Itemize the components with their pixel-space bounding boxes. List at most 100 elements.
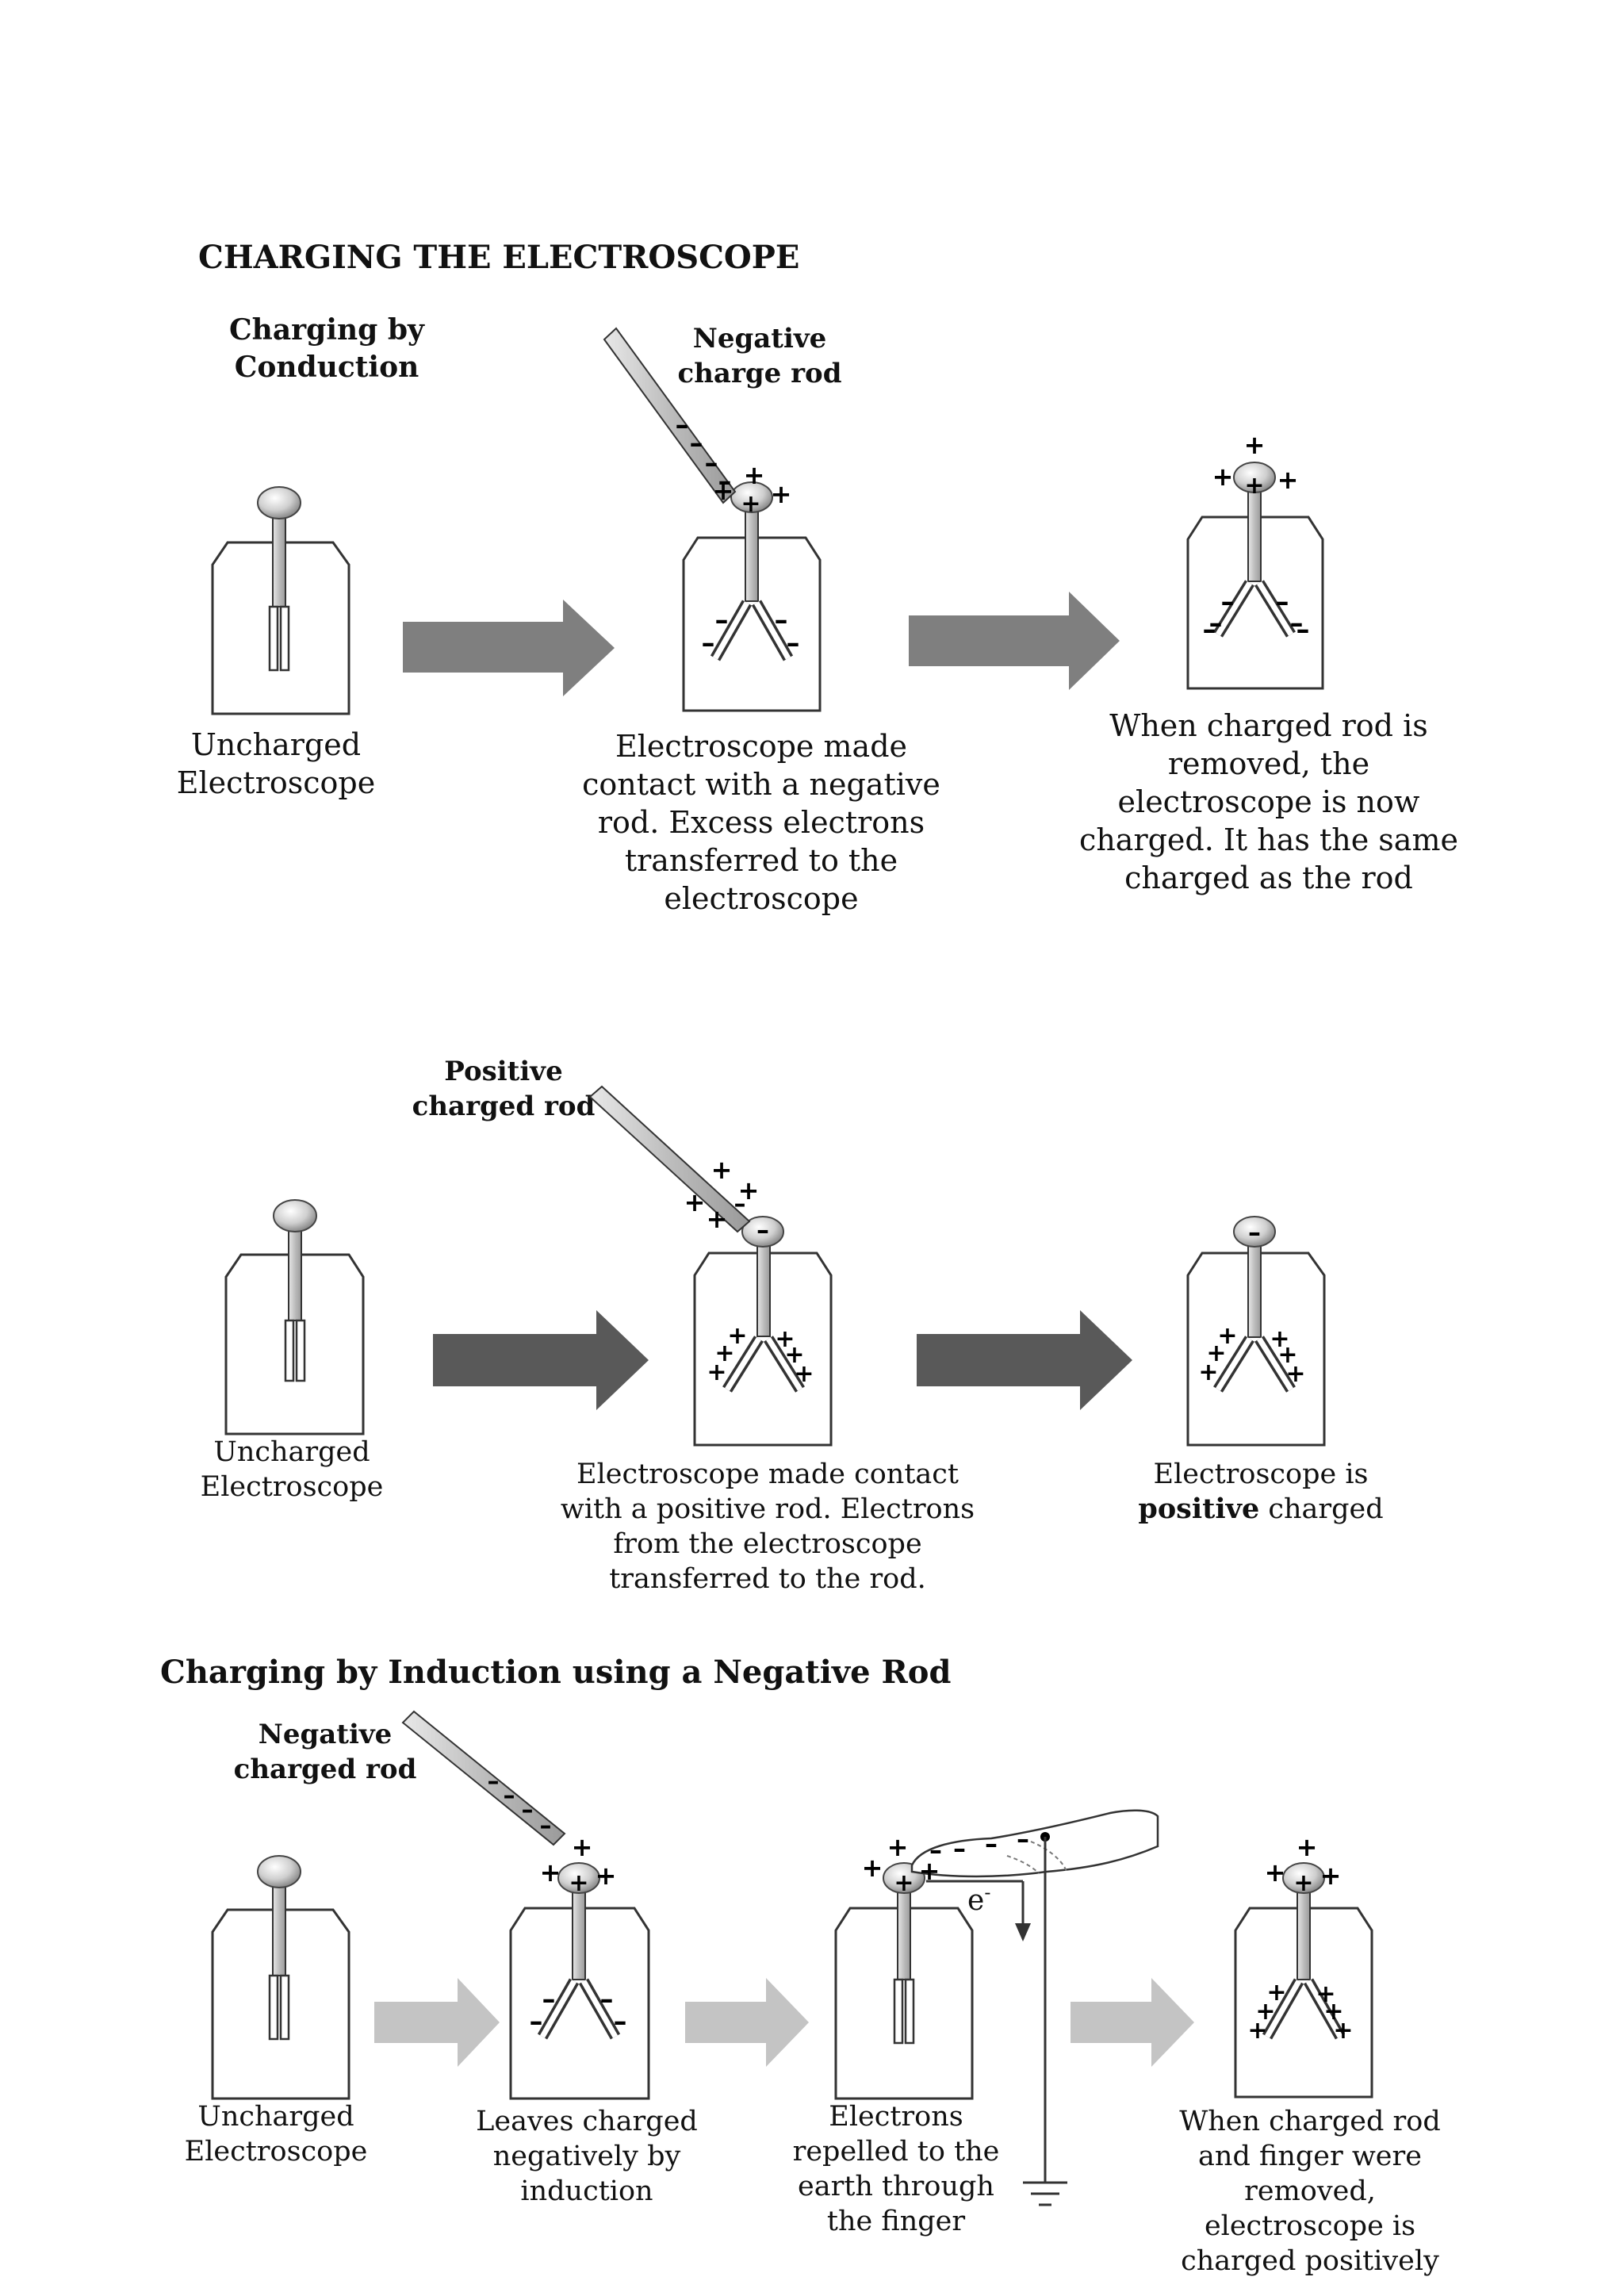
svg-text:+: + bbox=[1247, 2017, 1267, 2045]
svg-text:Electrons: Electrons bbox=[829, 2101, 963, 2133]
svg-text:the finger: the finger bbox=[827, 2206, 965, 2237]
knob-charges-ind-2: + + + + bbox=[540, 1832, 617, 1897]
svg-text:+: + bbox=[1244, 472, 1264, 500]
svg-text:–: – bbox=[1017, 1824, 1029, 1854]
electroscope-uncharged-1 bbox=[211, 486, 350, 715]
arrow-ind-2 bbox=[685, 1978, 809, 2067]
svg-text:When charged rod: When charged rod bbox=[1179, 2106, 1441, 2137]
svg-text:+: + bbox=[1316, 1980, 1335, 2008]
svg-text:–: – bbox=[614, 2006, 627, 2037]
svg-text:transferred to the rod.: transferred to the rod. bbox=[609, 1563, 926, 1595]
svg-text:from the electroscope: from the electroscope bbox=[613, 1528, 921, 1560]
negative-rod-label-line1: Negative bbox=[693, 323, 827, 355]
svg-text:rod. Excess electrons: rod. Excess electrons bbox=[598, 805, 925, 840]
svg-text:+: + bbox=[684, 1187, 706, 1217]
arrow-r1-1 bbox=[403, 600, 615, 696]
svg-text:Uncharged: Uncharged bbox=[191, 727, 361, 762]
svg-text:+: + bbox=[707, 1359, 726, 1386]
page-title: CHARGING THE ELECTROSCOPE bbox=[198, 239, 799, 276]
svg-text:–: – bbox=[775, 604, 788, 636]
svg-text:–: – bbox=[600, 1984, 614, 2015]
leaf-charges-r2-3: + + + + + + bbox=[1198, 1322, 1305, 1388]
svg-text:charged positively: charged positively bbox=[1181, 2245, 1439, 2277]
svg-text:+: + bbox=[1277, 1341, 1297, 1369]
svg-text:+: + bbox=[540, 1857, 561, 1888]
leaf-charges-ind-4: + + + + + + bbox=[1247, 1979, 1353, 2045]
svg-text:–: – bbox=[929, 1835, 942, 1865]
svg-text:–: – bbox=[734, 1190, 746, 1218]
positive-rod bbox=[588, 1085, 751, 1233]
svg-text:–: – bbox=[985, 1829, 998, 1859]
svg-text:–: – bbox=[1290, 608, 1304, 639]
caption-r2-3: Electroscope is positive charged bbox=[1138, 1458, 1383, 1525]
rod-charges-r1: – – – – bbox=[676, 409, 732, 497]
electroscope-uncharged-2 bbox=[224, 1199, 365, 1435]
induction-rod-label-line1: Negative bbox=[259, 1719, 393, 1750]
svg-text:with a positive rod. Electrons: with a positive rod. Electrons bbox=[561, 1493, 975, 1525]
caption-r2-1: Uncharged Electroscope bbox=[201, 1436, 384, 1503]
svg-text:+: + bbox=[1217, 1322, 1237, 1350]
svg-text:Leaves charged: Leaves charged bbox=[476, 2106, 698, 2137]
svg-text:electroscope: electroscope bbox=[664, 881, 858, 916]
svg-text:+: + bbox=[1285, 1360, 1305, 1388]
svg-text:+: + bbox=[1333, 2017, 1353, 2045]
svg-text:+: + bbox=[1255, 1998, 1275, 2026]
knob-charges-r1-3: + + + + bbox=[1212, 430, 1299, 500]
caption-ind-2: Leaves charged negatively by induction bbox=[476, 2106, 698, 2207]
svg-text:–: – bbox=[1203, 614, 1216, 646]
leaf-charges-r2-2: + + + + + + bbox=[707, 1322, 814, 1388]
svg-text:Electroscope: Electroscope bbox=[201, 1471, 384, 1503]
caption-r2-2: Electroscope made contact with a positiv… bbox=[561, 1458, 975, 1595]
svg-text:–: – bbox=[1221, 586, 1235, 618]
svg-text:electroscope is: electroscope is bbox=[1205, 2210, 1415, 2242]
induction-heading: Charging by Induction using a Negative R… bbox=[160, 1654, 951, 1691]
caption-ind-3: Electrons repelled to the earth through … bbox=[793, 2101, 1000, 2237]
svg-text:+: + bbox=[741, 490, 760, 518]
svg-text:–: – bbox=[504, 1782, 515, 1810]
svg-text:+: + bbox=[1270, 1325, 1289, 1353]
svg-text:–: – bbox=[542, 1984, 556, 2015]
svg-text:–: – bbox=[540, 1812, 552, 1840]
rod-charges-r2: + + + + – – bbox=[684, 1155, 769, 1245]
electroscope-ind-2 bbox=[509, 1862, 650, 2100]
electron-flow-arrow bbox=[926, 1880, 1031, 1941]
caption-r1-2: Electroscope made contact with a negativ… bbox=[582, 729, 940, 916]
caption-ind-1: Uncharged Electroscope bbox=[185, 2101, 368, 2168]
svg-text:–: – bbox=[690, 427, 703, 459]
svg-text:+: + bbox=[707, 1204, 728, 1234]
svg-text:Electroscope made contact: Electroscope made contact bbox=[576, 1458, 959, 1490]
svg-text:–: – bbox=[1276, 586, 1289, 618]
svg-text:–: – bbox=[522, 1796, 534, 1824]
svg-text:+: + bbox=[1277, 465, 1299, 495]
svg-text:Electroscope: Electroscope bbox=[185, 2136, 368, 2168]
finger bbox=[910, 1809, 1159, 2183]
svg-text:+: + bbox=[775, 1325, 795, 1353]
arrow-r2-1 bbox=[433, 1310, 649, 1410]
induction-negative-rod: – – – – bbox=[401, 1710, 566, 1846]
svg-text:positive charged: positive charged bbox=[1138, 1493, 1383, 1525]
svg-text:+: + bbox=[887, 1832, 909, 1862]
svg-text:induction: induction bbox=[520, 2175, 653, 2207]
svg-text:+: + bbox=[569, 1869, 588, 1897]
svg-text:+: + bbox=[1323, 1998, 1343, 2026]
arrow-ind-1 bbox=[374, 1978, 500, 2067]
svg-text:–: – bbox=[715, 604, 729, 636]
svg-text:removed,: removed, bbox=[1244, 2175, 1376, 2207]
caption-ind-4: When charged rod and finger were removed… bbox=[1179, 2106, 1441, 2277]
svg-text:+: + bbox=[862, 1853, 883, 1883]
svg-text:+: + bbox=[894, 1869, 914, 1897]
svg-text:+: + bbox=[714, 1340, 734, 1367]
svg-text:negatively by: negatively by bbox=[493, 2141, 681, 2172]
leaf-charges-ind-2: – – – – bbox=[530, 1984, 627, 2037]
svg-text:–: – bbox=[676, 409, 689, 441]
earth-ground-icon bbox=[1023, 2181, 1067, 2206]
svg-text:repelled to the: repelled to the bbox=[793, 2136, 1000, 2168]
leaf-charges-r1-2: – – – – bbox=[702, 604, 800, 659]
knob-charges-r1-2: + + + + bbox=[713, 460, 792, 518]
conduction-heading-line1: Charging by bbox=[229, 313, 425, 347]
svg-text:and finger were: and finger were bbox=[1198, 2141, 1422, 2172]
arrow-r1-2 bbox=[909, 592, 1120, 690]
svg-text:charged. It has the same: charged. It has the same bbox=[1079, 822, 1458, 857]
svg-text:+: + bbox=[596, 1861, 617, 1891]
